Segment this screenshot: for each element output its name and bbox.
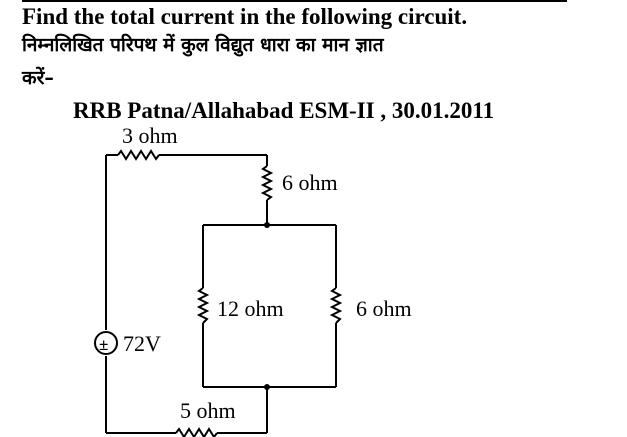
resistor-5ohm [175, 427, 218, 437]
junction-node-top [264, 222, 270, 228]
question-hindi-line1: निम्नलिखित परिपथ में कुल विद्युत धारा का… [22, 34, 384, 56]
resistor-6ohm-parallel [329, 287, 343, 324]
top-rule [22, 0, 567, 2]
junction-node-bottom [264, 384, 270, 390]
exam-reference: RRB Patna/Allahabad ESM-II , 30.01.2011 [73, 98, 495, 123]
resistor-3ohm [117, 149, 160, 161]
label-6ohm-parallel: 6 ohm [356, 296, 412, 321]
label-72v: 72V [123, 331, 161, 356]
voltage-source-icon [94, 331, 118, 355]
label-5ohm: 5 ohm [180, 398, 236, 423]
resistor-6ohm-series [260, 165, 274, 201]
question-english: Find the total current in the following … [22, 4, 468, 29]
label-12ohm: 12 ohm [217, 296, 284, 321]
question-hindi-line2: करें– [22, 67, 54, 89]
source-plus-minus-symbol: ± [99, 335, 108, 354]
resistor-12ohm [196, 287, 210, 324]
label-6ohm-series: 6 ohm [282, 170, 338, 195]
label-3ohm: 3 ohm [122, 123, 178, 148]
